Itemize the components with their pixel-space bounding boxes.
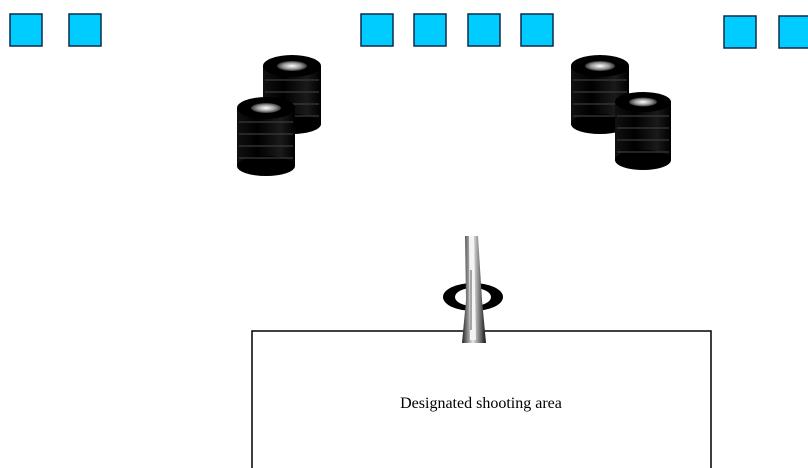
targets-row: [9, 13, 808, 49]
target-7: [723, 15, 757, 49]
barrel-right-front: [615, 92, 671, 170]
shooting-area: Designated shooting area: [251, 330, 712, 468]
target-4: [413, 13, 447, 47]
target-5: [467, 13, 501, 47]
shooting-area-label: Designated shooting area: [400, 395, 562, 412]
target-2: [68, 13, 102, 47]
target-3: [360, 13, 394, 47]
target-8: [778, 15, 808, 49]
target-1: [9, 13, 43, 47]
target-6: [520, 13, 554, 47]
shooter-icon: [443, 236, 503, 343]
barrel-left-front: [237, 97, 295, 176]
barrel-right-back: [571, 55, 629, 134]
